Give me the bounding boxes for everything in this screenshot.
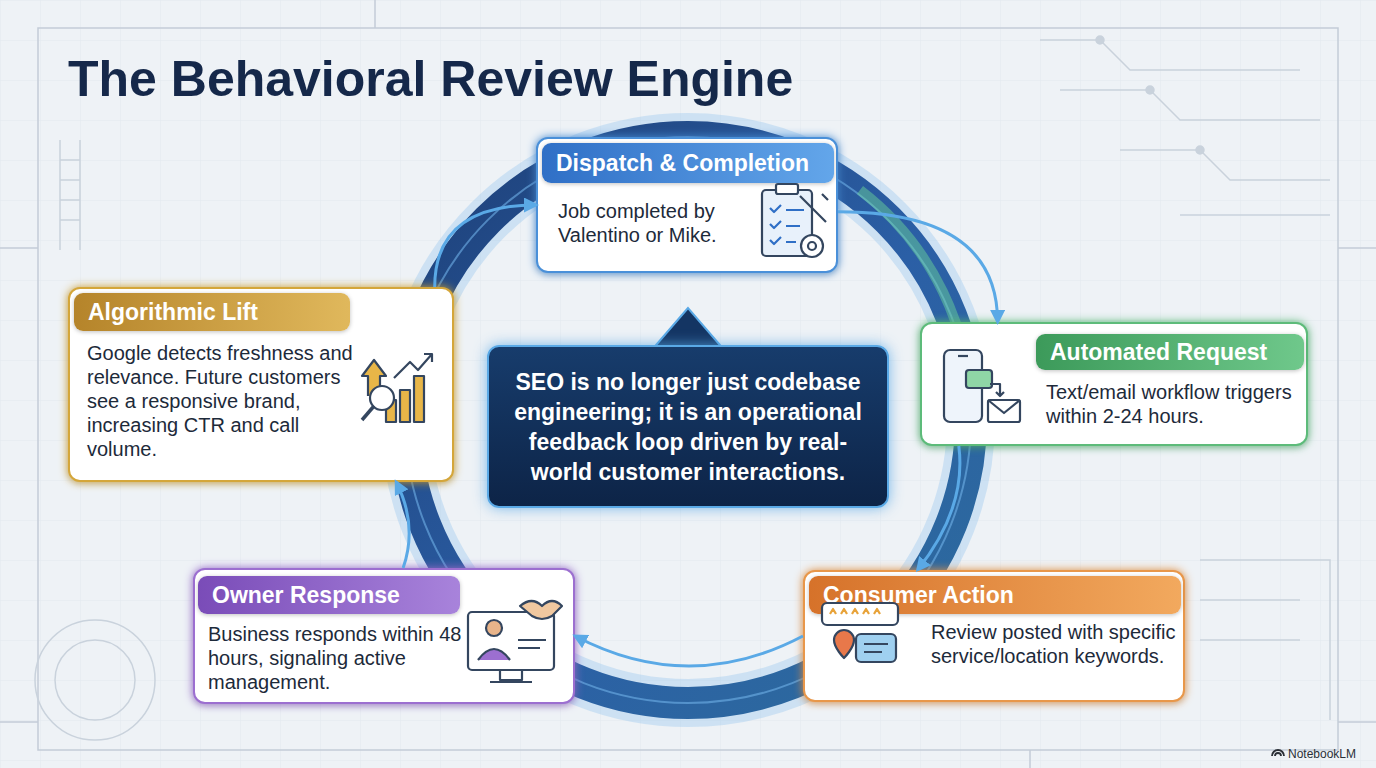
clipboard-body [762,190,812,256]
chat-bubble [856,634,896,662]
cycle-arrow [838,212,998,322]
review-icon [822,603,898,662]
box-heading: Automated Request [1050,339,1267,365]
magnifier-handle [362,406,374,420]
box-header: Consumer Action [809,576,1181,614]
cycle-arrow [918,446,960,570]
frame [38,28,1338,750]
box-heading: Algorithmic Lift [88,299,258,325]
phone-body [944,350,982,422]
decor-circle [35,620,155,740]
clipboard-clip [776,184,798,194]
box-body: Job completed by Valentino or Mike. [558,199,768,247]
bar [414,376,424,422]
circuit-trace [1200,560,1330,720]
up-arrow [362,360,386,396]
circuit-node [1196,146,1204,154]
circuit-node [1146,86,1154,94]
chat-bubble [966,370,992,388]
decor-circle [55,640,135,720]
trend-line [394,354,432,378]
person-head [486,620,502,636]
process-box: Algorithmic LiftGoogle detects freshness… [68,287,454,482]
magnifier [370,386,394,410]
location-pin [834,630,854,658]
circuit-node [1096,36,1104,44]
person-body [478,649,510,660]
process-box: Consumer ActionReview posted with specif… [803,570,1185,702]
circuit-trace [1040,40,1300,70]
envelope-flap [988,400,1020,413]
circuit-trace [1180,214,1330,216]
checklist [770,205,804,244]
handshake [520,601,562,619]
clipboard-icon [762,184,828,257]
process-box: Dispatch & CompletionJob completed by Va… [536,137,838,273]
cycle-arrow [435,205,536,287]
ladder-trace [60,140,80,250]
logo-mark [1272,750,1284,756]
watermark-logo [1272,750,1284,756]
box-heading: Owner Response [212,582,400,608]
process-box: Automated RequestText/email workflow tri… [920,322,1308,446]
circuit-trace [1120,150,1330,180]
diagram-title: The Behavioral Review Engine [68,50,793,108]
circuit-trace [1060,90,1320,120]
chat-lines [864,644,888,652]
watermark: NotebookLM [1288,747,1356,761]
phone-speaker [958,355,968,357]
callout-text: SEO is no longer just codebase engineeri… [505,367,871,487]
box-body: Business responds within 48 hours, signa… [208,622,468,694]
envelope [988,400,1020,422]
box-body: Review posted with specific service/loca… [931,620,1181,668]
growth-chart-icon [362,354,432,422]
bar [400,390,410,422]
handshake-icon [468,601,562,682]
screen-lines [518,640,546,648]
gear [801,235,823,257]
wrench [800,194,828,222]
flow-arrow [990,384,1004,396]
circuit-decoration [35,36,1330,740]
box-heading: Dispatch & Completion [556,150,809,176]
box-header: Algorithmic Lift [74,293,350,331]
callout-box: SEO is no longer just codebase engineeri… [487,345,889,508]
cycle-arrow [396,482,409,568]
phone-icon [944,350,1020,422]
box-header: Dispatch & Completion [542,143,834,183]
rating-bubble [822,603,898,625]
gear-hub [808,242,816,250]
stars [830,609,880,614]
monitor [468,612,554,670]
monitor-stand [490,670,532,682]
box-header: Automated Request [1036,334,1304,370]
box-header: Owner Response [198,576,460,614]
box-heading: Consumer Action [823,582,1014,608]
bar [386,400,396,422]
process-box: Owner ResponseBusiness responds within 4… [193,568,575,704]
cycle-arrow [575,636,803,666]
box-body: Google detects freshness and relevance. … [87,341,359,461]
box-body: Text/email workflow triggers within 2-24… [1046,380,1302,428]
